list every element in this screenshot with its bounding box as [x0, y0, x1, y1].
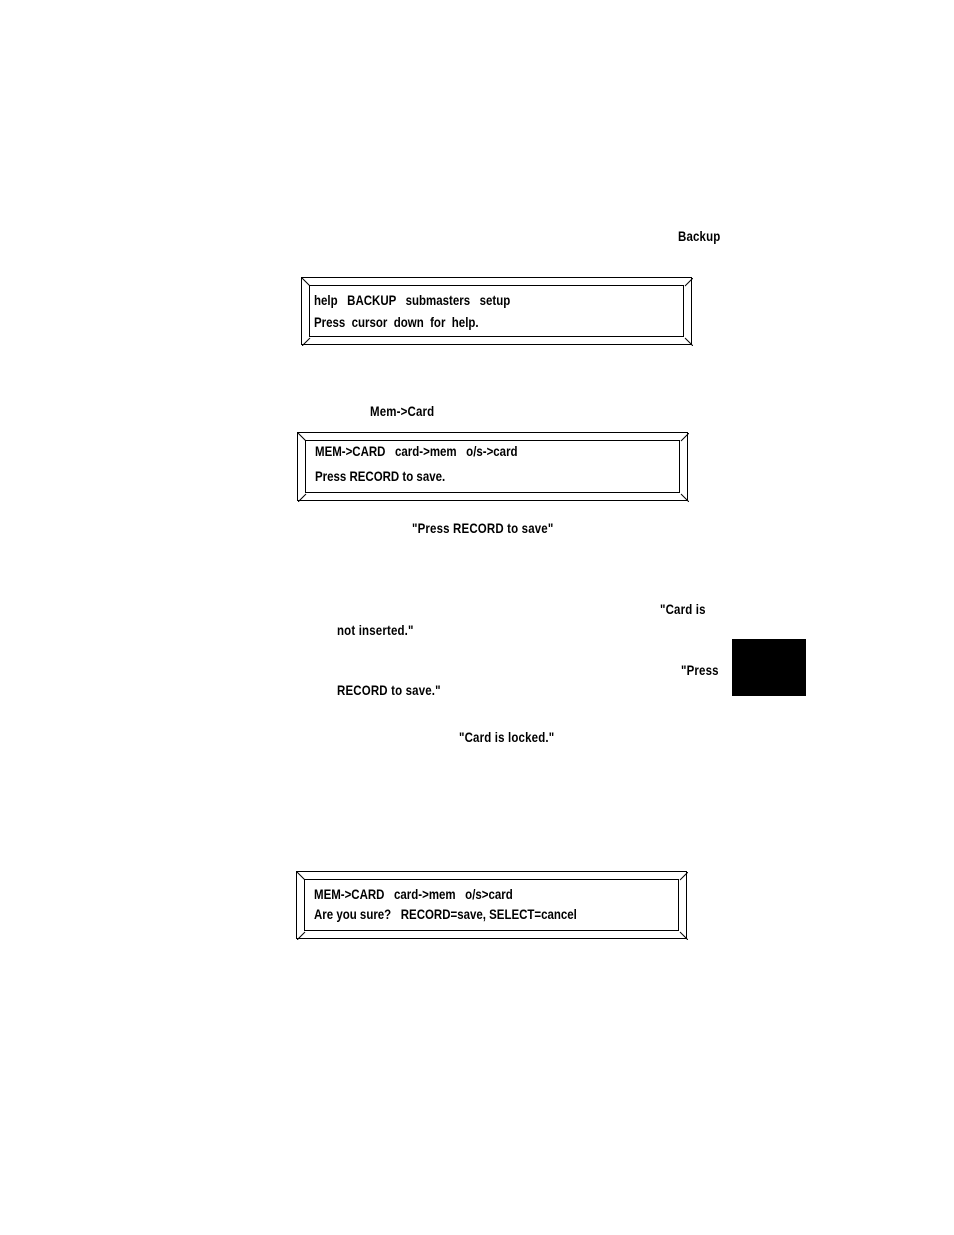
display-screen [304, 879, 679, 931]
lcd-display-confirm: MEM->CARD card->mem o/s>card Are you sur… [296, 871, 688, 940]
record-to-save-fragment: RECORD to save." [337, 682, 441, 698]
display-screen [305, 440, 680, 493]
display-line-1: MEM->CARD card->mem o/s->card [315, 443, 518, 459]
display-line-2: Press cursor down for help. [314, 314, 479, 330]
lcd-display-backup-menu: MEM->CARD card->mem o/s->card Press RECO… [297, 432, 689, 502]
display-line-1: help BACKUP submasters setup [314, 292, 511, 308]
lcd-display-main-menu: help BACKUP submasters setup Press curso… [301, 277, 693, 346]
display-line-2: Are you sure? RECORD=save, SELECT=cancel [314, 906, 577, 922]
not-inserted-fragment: not inserted." [337, 622, 414, 638]
display-line-2: Press RECORD to save. [315, 468, 446, 484]
press-record-quote: "Press RECORD to save" [412, 520, 554, 536]
card-is-fragment: "Card is [660, 601, 706, 617]
card-locked-quote: "Card is locked." [459, 729, 555, 745]
mem-card-label: Mem->Card [370, 403, 435, 419]
backup-label: Backup [678, 228, 721, 244]
display-line-1: MEM->CARD card->mem o/s>card [314, 886, 513, 902]
press-fragment: "Press [681, 662, 719, 678]
display-screen [309, 285, 684, 337]
chapter-tab [732, 639, 806, 696]
